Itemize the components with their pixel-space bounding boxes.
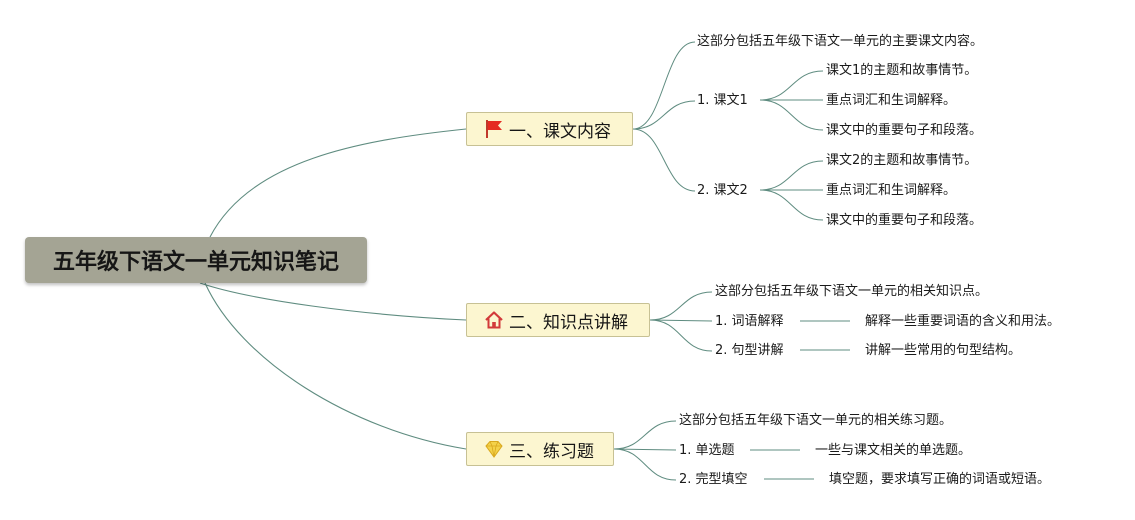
subtopic-1-item-1[interactable]: 课文1的主题和故事情节。 <box>826 63 978 78</box>
topic-2-subtopic-1-detail[interactable]: 解释一些重要词语的含义和用法。 <box>865 314 1061 329</box>
t2-link-sub2 <box>649 319 713 352</box>
subtopic-1-item-3[interactable]: 课文中的重要句子和段落。 <box>826 123 983 138</box>
t3-link-sub2 <box>613 448 677 481</box>
subtopic-2-item-1[interactable]: 课文2的主题和故事情节。 <box>826 153 978 168</box>
topic-3-subtopic-1[interactable]: 1. 单选题 <box>679 443 735 458</box>
topic-3-subtopic-1-detail[interactable]: 一些与课文相关的单选题。 <box>815 443 972 458</box>
topic-2[interactable]: 二、知识点讲解 <box>466 303 650 337</box>
t3-link-sub1 <box>613 448 677 451</box>
red-flag-icon <box>483 118 505 140</box>
topic-3[interactable]: 三、练习题 <box>466 432 614 466</box>
t2-link-summary <box>649 291 713 321</box>
s1-link-3 <box>759 99 824 131</box>
home-icon <box>483 309 505 331</box>
root-link-1 <box>209 128 467 238</box>
root-topic[interactable]: 五年级下语文一单元知识笔记 <box>25 237 367 283</box>
diamond-icon <box>483 438 505 460</box>
s2-link-3 <box>759 189 824 221</box>
t3-link-summary <box>613 420 677 450</box>
topic-1-summary[interactable]: 这部分包括五年级下语文一单元的主要课文内容。 <box>697 34 984 49</box>
topic-1-subtopic-1[interactable]: 1. 课文1 <box>697 93 748 108</box>
topic-3-label: 三、练习题 <box>509 441 594 462</box>
topic-1[interactable]: 一、课文内容 <box>466 112 633 146</box>
s1-link-1 <box>759 70 824 101</box>
topic-3-summary[interactable]: 这部分包括五年级下语文一单元的相关练习题。 <box>679 413 953 428</box>
topic-2-label: 二、知识点讲解 <box>509 312 628 333</box>
topic-2-subtopic-2-detail[interactable]: 讲解一些常用的句型结构。 <box>865 343 1022 358</box>
t1-link-summary <box>632 41 696 130</box>
topic-1-label: 一、课文内容 <box>509 121 611 142</box>
t2-link-sub1 <box>649 319 713 322</box>
t1-link-sub1 <box>632 100 696 130</box>
topic-1-subtopic-2[interactable]: 2. 课文2 <box>697 183 748 198</box>
topic-2-subtopic-1[interactable]: 1. 词语解释 <box>715 314 784 329</box>
subtopic-1-item-2[interactable]: 重点词汇和生词解释。 <box>826 93 957 108</box>
root-link-2 <box>199 282 467 321</box>
topic-2-subtopic-2[interactable]: 2. 句型讲解 <box>715 343 784 358</box>
subtopic-2-item-3[interactable]: 课文中的重要句子和段落。 <box>826 213 983 228</box>
s2-link-1 <box>759 160 824 191</box>
topic-3-subtopic-2[interactable]: 2. 完型填空 <box>679 472 748 487</box>
topic-2-summary[interactable]: 这部分包括五年级下语文一单元的相关知识点。 <box>715 284 989 299</box>
topic-3-subtopic-2-detail[interactable]: 填空题，要求填写正确的词语或短语。 <box>829 472 1051 487</box>
subtopic-2-item-2[interactable]: 重点词汇和生词解释。 <box>826 183 957 198</box>
t1-link-sub2 <box>632 128 696 192</box>
root-link-3 <box>204 282 467 450</box>
